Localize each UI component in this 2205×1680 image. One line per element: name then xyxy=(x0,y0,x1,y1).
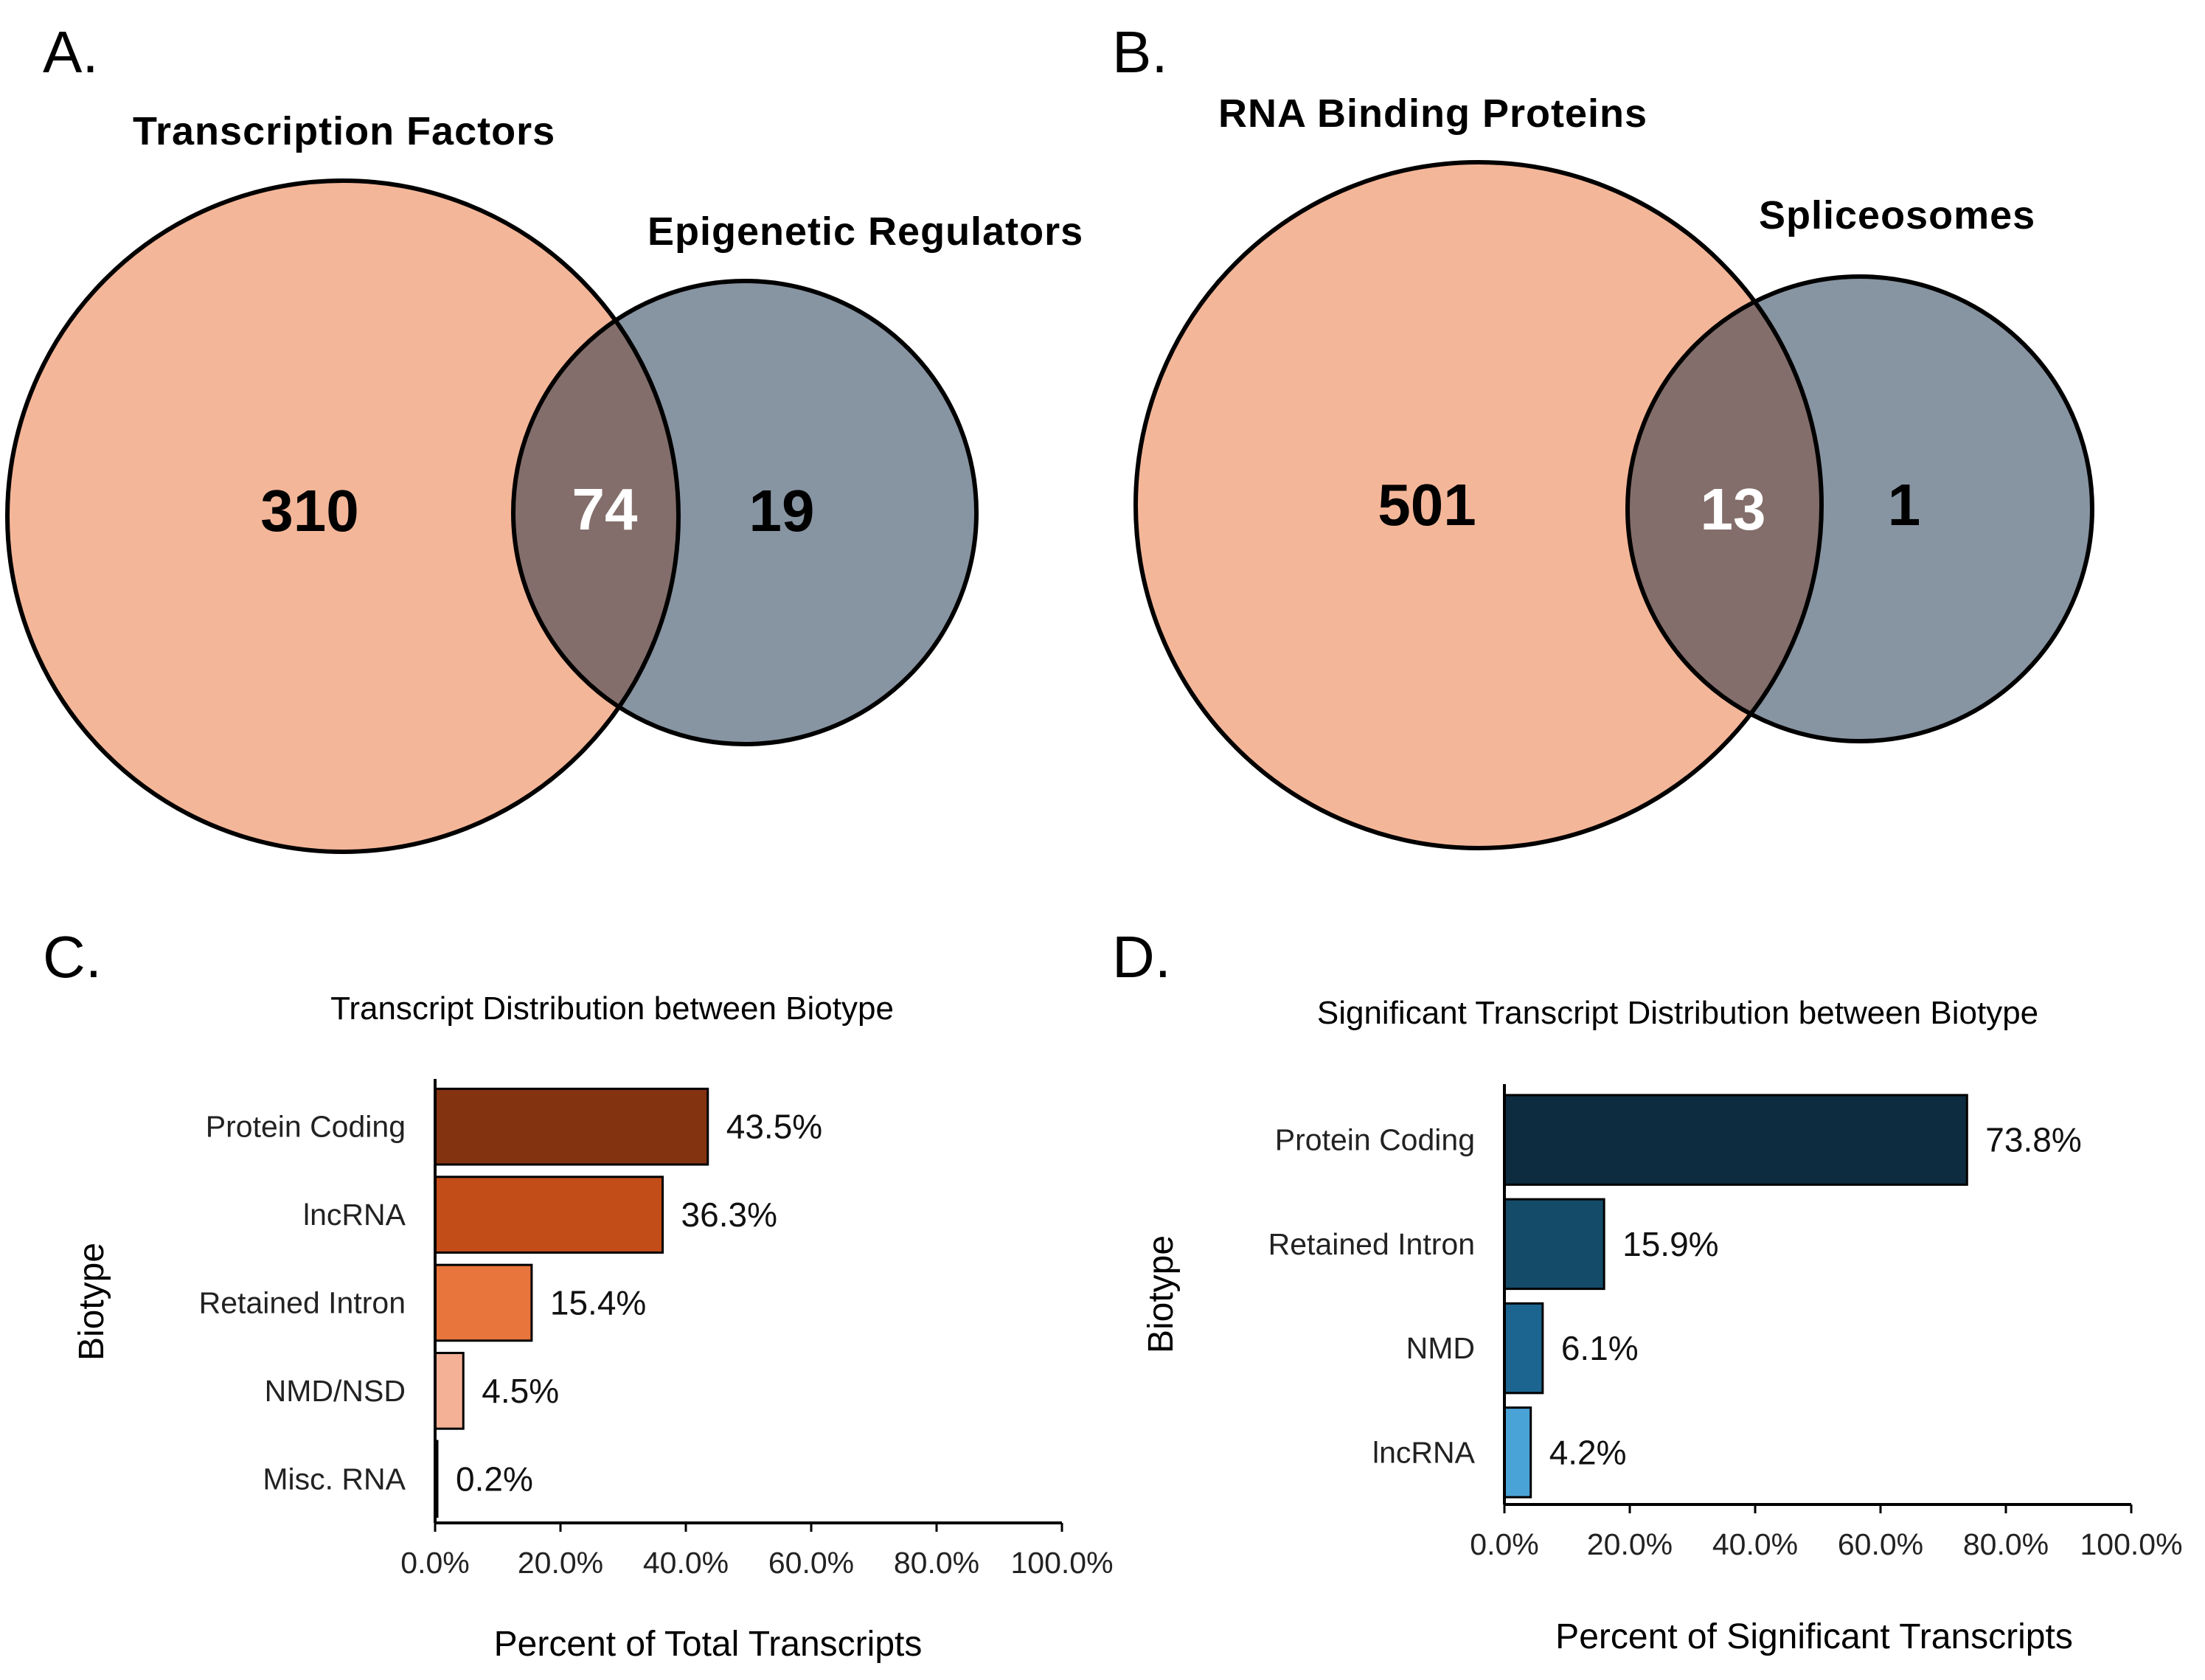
value-label: 43.5% xyxy=(726,1108,822,1146)
venn-diagram-b: RNA Binding Proteins Spliceosomes 501 13… xyxy=(1133,91,2094,850)
panel-label-c: C. xyxy=(43,924,102,990)
bar-3 xyxy=(434,1352,465,1430)
chart-title: Significant Transcript Distribution betw… xyxy=(1317,995,2038,1031)
value-label: 0.2% xyxy=(456,1459,533,1498)
venn-a-left-outline xyxy=(5,178,681,854)
venn-diagram-a: Transcription Factors Epigenetic Regulat… xyxy=(5,109,1083,854)
x-tick-label: 0.0% xyxy=(1470,1527,1538,1561)
x-tick-label: 0.0% xyxy=(400,1546,469,1580)
value-label: 73.8% xyxy=(1985,1121,2081,1159)
panel-label-a: A. xyxy=(43,19,99,85)
category-label: NMD/NSD xyxy=(265,1374,406,1408)
x-tick-label: 80.0% xyxy=(894,1546,979,1580)
category-label: Protein Coding xyxy=(206,1110,406,1144)
bar-0 xyxy=(434,1087,709,1166)
venn-a-left-circle xyxy=(7,181,678,852)
chart-title: Transcript Distribution between Biotype xyxy=(330,990,894,1027)
venn-b-left-count: 501 xyxy=(1378,472,1476,538)
category-label: Retained Intron xyxy=(1268,1227,1475,1261)
bar-2 xyxy=(1503,1302,1544,1395)
x-tick-label: 20.0% xyxy=(518,1546,603,1580)
category-label: NMD xyxy=(1406,1331,1475,1365)
y-axis-title: Biotype xyxy=(72,1243,111,1361)
venn-b-right-label: Spliceosomes xyxy=(1759,193,2035,237)
category-label: lncRNA xyxy=(303,1198,406,1232)
venn-a-right-outline xyxy=(511,279,979,746)
bar-1 xyxy=(434,1176,664,1254)
x-tick-label: 80.0% xyxy=(1963,1527,2049,1561)
venn-b-overlap-count: 13 xyxy=(1701,476,1766,542)
venn-b-right-count: 1 xyxy=(1888,472,1921,538)
venn-a-right-count: 19 xyxy=(749,478,815,544)
venn-a-overlap-count: 74 xyxy=(572,476,638,542)
category-label: Protein Coding xyxy=(1275,1123,1475,1157)
x-tick-label: 60.0% xyxy=(768,1546,854,1580)
x-tick-label: 40.0% xyxy=(1712,1527,1798,1561)
value-label: 36.3% xyxy=(681,1195,777,1234)
category-label: Retained Intron xyxy=(199,1286,406,1320)
category-label: lncRNA xyxy=(1372,1435,1476,1469)
value-label: 4.5% xyxy=(482,1372,559,1410)
venn-b-left-circle xyxy=(1136,162,1822,848)
category-label: Misc. RNA xyxy=(263,1462,406,1496)
x-tick-label: 100.0% xyxy=(1010,1546,1113,1580)
value-label: 15.9% xyxy=(1622,1225,1718,1263)
venn-a-left-label: Transcription Factors xyxy=(133,109,555,153)
x-tick-label: 20.0% xyxy=(1587,1527,1673,1561)
x-axis-title: Percent of Significant Transcripts xyxy=(1555,1617,2073,1656)
bar-chart-d: Significant Transcript Distribution betw… xyxy=(1142,995,2183,1656)
bar-chart-c: Transcript Distribution between BiotypeP… xyxy=(72,990,1114,1664)
venn-a-right-label: Epigenetic Regulators xyxy=(647,209,1083,254)
venn-b-left-outline xyxy=(1133,160,1824,850)
venn-b-right-outline xyxy=(1625,274,2094,743)
x-tick-label: 100.0% xyxy=(2080,1527,2182,1561)
x-tick-label: 40.0% xyxy=(643,1546,729,1580)
bar-2 xyxy=(434,1263,533,1342)
venn-b-left-label: RNA Binding Proteins xyxy=(1218,91,1647,136)
panel-label-b: B. xyxy=(1112,19,1168,85)
x-axis-title: Percent of Total Transcripts xyxy=(494,1625,923,1664)
value-label: 15.4% xyxy=(550,1284,646,1322)
value-label: 6.1% xyxy=(1561,1329,1639,1367)
bar-1 xyxy=(1503,1198,1605,1291)
y-axis-title: Biotype xyxy=(1142,1235,1181,1353)
bar-3 xyxy=(1503,1406,1532,1499)
bar-0 xyxy=(1503,1094,1968,1186)
x-tick-label: 60.0% xyxy=(1838,1527,1923,1561)
venn-a-left-count: 310 xyxy=(260,478,358,544)
panel-label-d: D. xyxy=(1112,924,1171,990)
value-label: 4.2% xyxy=(1549,1433,1627,1471)
